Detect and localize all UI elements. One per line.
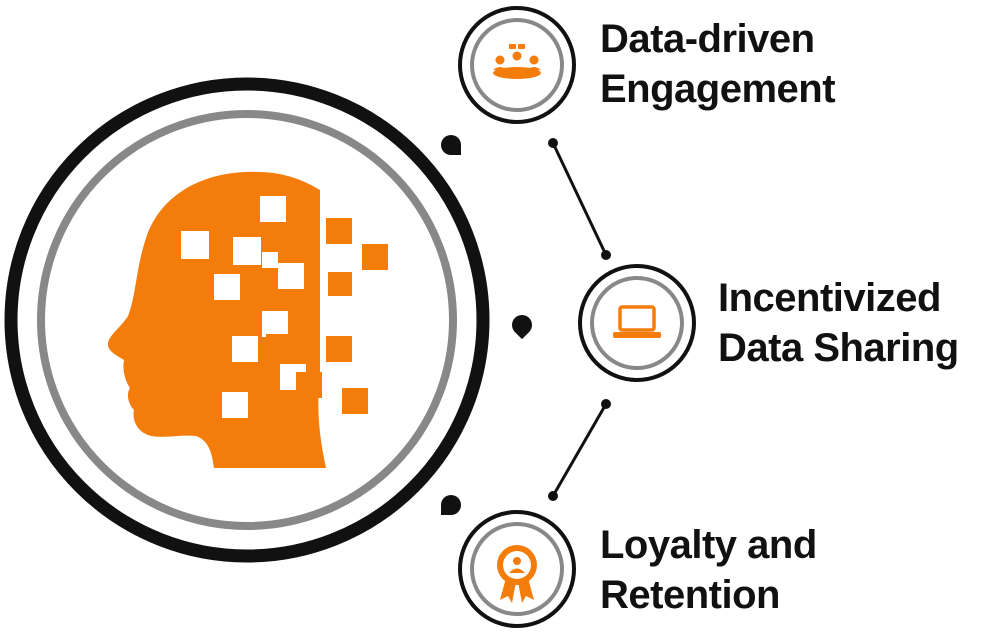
pointer-middle <box>511 315 532 340</box>
pointer-bottom <box>441 495 461 515</box>
item-1-line-1: Data-driven <box>600 17 815 61</box>
item-label-data-driven-engagement: Data-driven Engagement <box>600 14 836 114</box>
laptop-icon <box>613 305 661 338</box>
digital-head-profile-icon <box>108 171 388 468</box>
item-3-line-1: Loyalty and <box>600 523 817 567</box>
central-emblem <box>4 77 490 563</box>
item-circle-3 <box>458 510 576 628</box>
item-1-line-2: Engagement <box>600 67 836 111</box>
connector-lines <box>548 138 611 501</box>
item-circle-1 <box>458 6 576 124</box>
pointer-top <box>441 135 461 155</box>
item-2-line-1: Incentivized <box>718 276 941 320</box>
item-3-line-2: Retention <box>600 573 780 617</box>
meeting-group-icon <box>493 44 541 79</box>
item-2-line-2: Data Sharing <box>718 326 959 370</box>
item-label-loyalty-and-retention: Loyalty and Retention <box>600 520 817 620</box>
item-circle-2 <box>578 264 696 382</box>
item-label-incentivized-data-sharing: Incentivized Data Sharing <box>718 273 959 373</box>
award-badge-icon <box>497 545 537 603</box>
